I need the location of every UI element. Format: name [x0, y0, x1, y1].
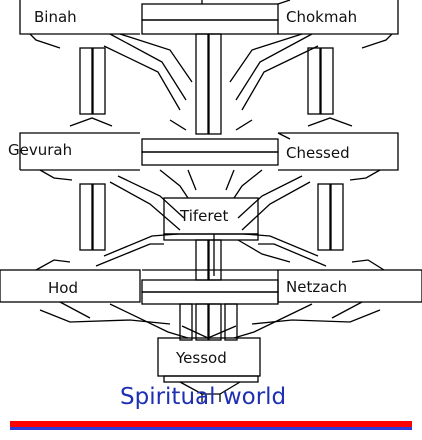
chessed-frame — [278, 132, 399, 171]
lower-diagonals — [35, 233, 385, 271]
hod-netzach-connector-bottom — [141, 291, 279, 305]
yessod-frame — [157, 337, 261, 402]
row-gevurah-chessed — [19, 132, 399, 171]
hod-frame — [0, 269, 141, 303]
node-tiferet: Tiferet — [180, 207, 229, 225]
upper-columns — [79, 33, 334, 135]
bottom-diagonals — [39, 301, 381, 341]
node-chessed: Chessed — [286, 144, 350, 162]
hod-netzach-connector-top — [141, 279, 279, 293]
node-netzach: Netzach — [286, 278, 348, 296]
middle-diagonals — [39, 169, 381, 231]
caption-underline-blue — [10, 427, 412, 430]
node-yessod: Yessod — [176, 349, 227, 367]
chokmah-frame — [278, 0, 399, 35]
binah-chokmah-connector-bottom — [141, 19, 279, 35]
netzach-frame — [277, 269, 422, 303]
row-binah-chokmah — [19, 0, 399, 35]
node-hod: Hod — [48, 279, 78, 297]
gevurah-frame — [19, 132, 140, 170]
gevurah-chessed-connector-bottom — [141, 151, 279, 166]
binah-chokmah-connector-top — [141, 3, 279, 21]
caption-underline-red — [10, 421, 412, 427]
gevurah-chessed-connector-top — [141, 138, 279, 153]
node-binah: Binah — [34, 8, 77, 26]
middle-columns — [79, 183, 344, 251]
binah-frame — [19, 0, 140, 35]
node-gevurah: Gevurah — [8, 141, 73, 159]
node-chokmah: Chokmah — [286, 8, 358, 26]
diagram-caption: Spiritual world — [120, 384, 287, 410]
upper-diagonals — [29, 33, 393, 131]
